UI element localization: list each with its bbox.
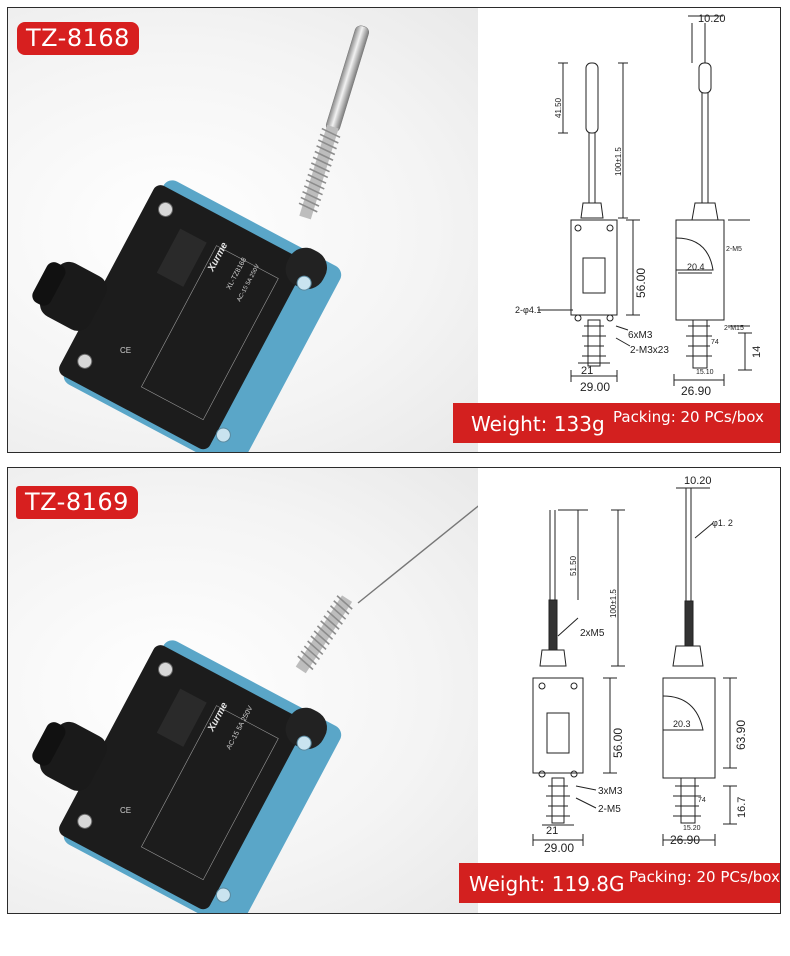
dim-top-width: 10.20: [684, 475, 712, 487]
dim-side-offset: 20.3: [673, 719, 691, 729]
dim-width-front: 29.00: [580, 380, 610, 394]
dim-top-screws: 2xM5: [580, 628, 605, 639]
spring-coil: [295, 595, 353, 674]
dim-hole-spacing: 21: [581, 365, 593, 377]
dimension-drawing: 10.20 φ1. 2 51.50 100±1.5 2xM5 56.00 63.…: [532, 475, 748, 855]
dim-width-side: 26.90: [681, 384, 711, 398]
dim-small-1520: 15.20: [683, 825, 701, 832]
weight-text: Weight: 119.8G: [469, 872, 625, 896]
switch-body: [32, 640, 342, 913]
switch-body: [32, 180, 342, 452]
dim-side-m15: 2-M15: [724, 325, 744, 332]
dim-top-width: 10.20: [698, 13, 726, 25]
plunger-rod: [298, 25, 370, 220]
dim-thread: 2-M3x23: [630, 345, 669, 356]
dim-body-height: 56.00: [634, 268, 648, 298]
dim-total-length: 100±1.5: [614, 147, 623, 176]
dim-small-1510: 15.10: [696, 369, 714, 376]
dim-small-74: 74: [711, 339, 719, 346]
dim-side-m5: 2-M5: [726, 246, 742, 253]
dim-rod-length: 41.50: [554, 97, 563, 118]
dim-side-offset: 20.4: [687, 262, 705, 272]
dim-rod-length: 51.50: [569, 555, 578, 576]
wire-actuator: [357, 505, 478, 604]
dim-screws: 3xM3: [598, 786, 623, 797]
dim-hole-spacing: 21: [546, 825, 558, 837]
dim-height-14: 14: [751, 346, 763, 358]
dimension-drawing: 10.20 41.50 100±1.5 56.00 2-φ4.1 6xM3 2-…: [515, 13, 763, 398]
dim-body-height: 56.00: [611, 728, 625, 758]
model-tag: TZ-8168: [17, 22, 139, 55]
limit-switch-photo: Xurme XL-TZ8168 AC-15 5A 250V CE: [32, 25, 370, 452]
dim-side-height: 63.90: [734, 720, 748, 750]
packing-text: Packing: 20 PCs/box: [629, 868, 780, 886]
dim-thread: 2-M5: [598, 804, 621, 815]
product-panel-tz8169: Xurme AC-15 5A 250V CE TZ-8169: [7, 467, 781, 914]
dim-mount-hole: 2-φ4.1: [515, 305, 541, 315]
model-tag: TZ-8169: [16, 486, 138, 519]
dim-height-167: 16.7: [736, 797, 748, 818]
packing-text: Packing: 20 PCs/box: [613, 408, 764, 426]
dim-total-length: 100±1.5: [609, 589, 618, 618]
dim-small-74: 74: [698, 797, 706, 804]
dim-width-front: 29.00: [544, 841, 574, 855]
limit-switch-photo: Xurme AC-15 5A 250V CE: [32, 505, 478, 913]
dim-screws: 6xM3: [628, 330, 653, 341]
weight-packing-bar: Weight: 119.8G Packing: 20 PCs/box: [459, 863, 780, 903]
dim-wire-dia: φ1. 2: [712, 518, 733, 528]
dim-width-side: 26.90: [670, 833, 700, 847]
ce-mark-text: CE: [120, 806, 131, 815]
weight-text: Weight: 133g: [471, 412, 605, 436]
weight-packing-bar: Weight: 133g Packing: 20 PCs/box: [453, 403, 780, 443]
product-panel-tz8168: Xurme XL-TZ8168 AC-15 5A 250V CE TZ-8168: [7, 7, 781, 453]
ce-mark-text: CE: [120, 346, 131, 355]
